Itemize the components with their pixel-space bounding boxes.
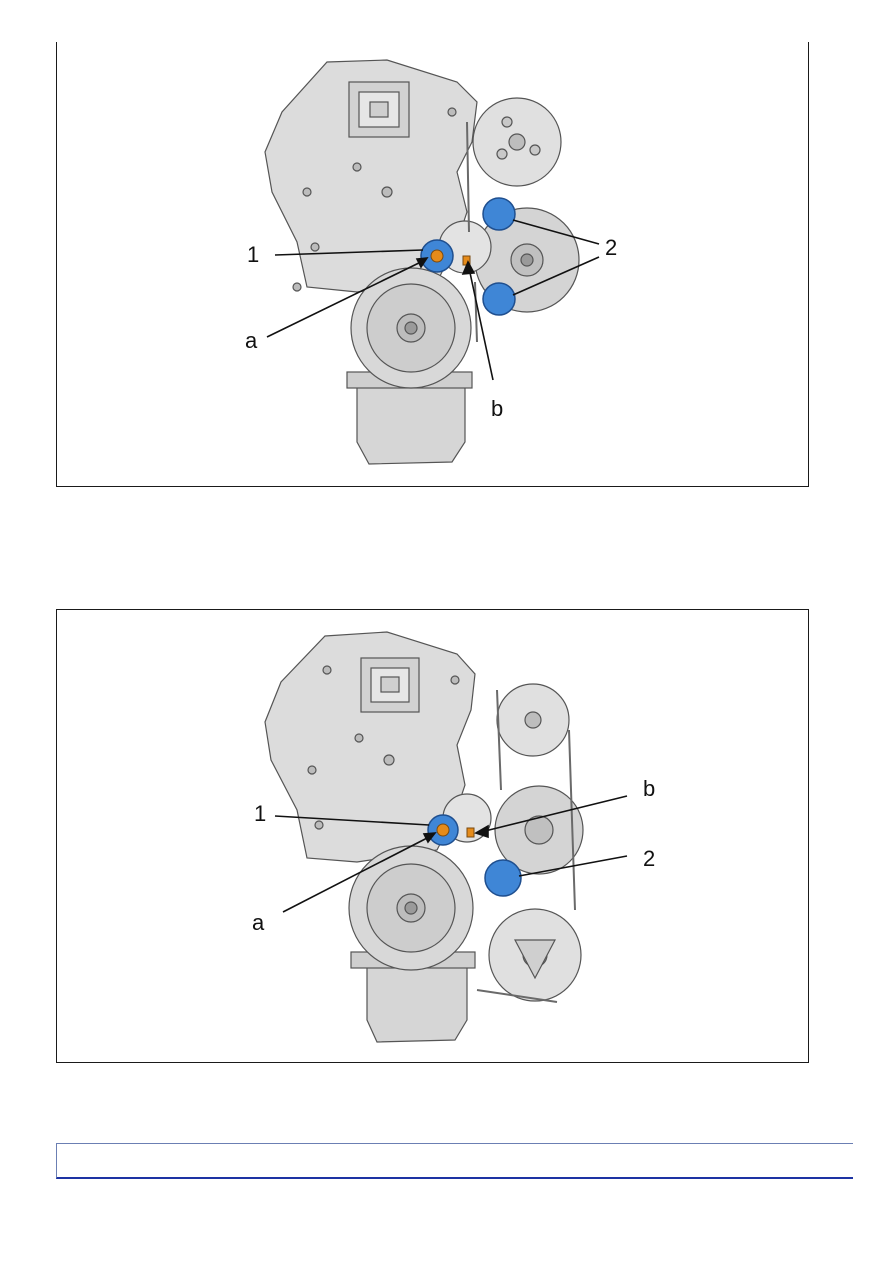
bolt-a-marker: [436, 823, 450, 837]
part-2-lower-marker: [482, 282, 516, 316]
callout-2: 2: [643, 846, 655, 871]
callout-a: a: [245, 328, 258, 353]
engine-block-drawing: [264, 59, 580, 465]
idler-pulley-1: [420, 239, 454, 273]
callout-1: 1: [254, 801, 266, 826]
leader-lines: [266, 219, 600, 381]
callout-b: b: [491, 396, 503, 421]
idler-pulley-1: [427, 814, 459, 846]
bolt-a-marker: [430, 249, 444, 263]
bolt-b-marker: [466, 827, 475, 838]
leader-lines: [274, 795, 628, 913]
callout-1: 1: [247, 242, 259, 267]
callout-b: b: [643, 776, 655, 801]
engine-diagram-1: 1 2 a b: [245, 59, 617, 465]
callout-2: 2: [605, 235, 617, 260]
callout-a: a: [252, 910, 265, 935]
part-2-upper-marker: [482, 197, 516, 231]
footer-bar: [56, 1143, 853, 1179]
part-2-marker: [484, 859, 522, 897]
engine-figure-2: 1 b 2 a: [56, 609, 809, 1063]
engine-figure-1: 1 2 a b: [56, 42, 809, 487]
engine-diagram-2: 1 b 2 a: [252, 631, 655, 1043]
engine-block-drawing: [264, 631, 584, 1043]
